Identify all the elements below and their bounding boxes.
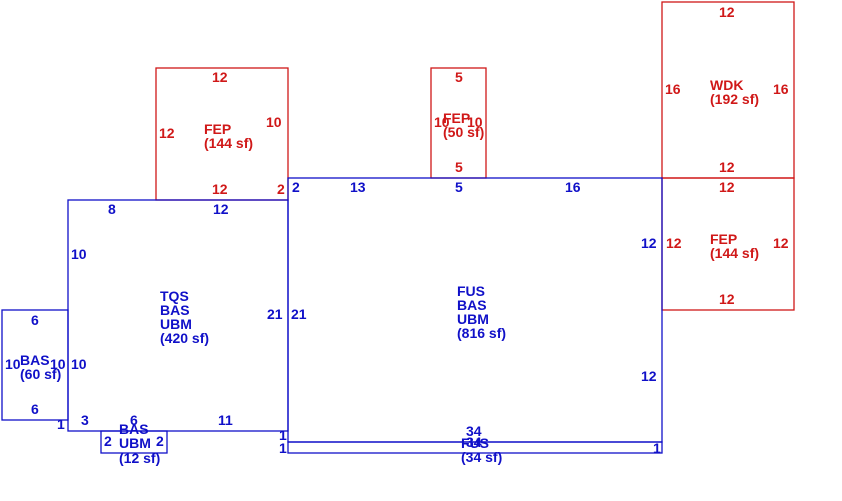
tqs-dim-top-left: 8 (108, 201, 116, 217)
fep-left-name: FEP (204, 121, 231, 137)
fus-main-dim-top-a: 2 (292, 179, 300, 195)
tqs-dim-bottom-left: 3 (81, 412, 89, 428)
tqs-dim-right: 21 (267, 306, 283, 322)
tqs-line3: UBM (160, 316, 192, 332)
fep-right-dim-top: 12 (719, 179, 735, 195)
fus-strip-dim-right: 1 (653, 440, 661, 456)
fus-main-dim-top-d: 16 (565, 179, 581, 195)
bas-small-dim-left: 10 (5, 356, 21, 372)
fus-main-dim-bottom: 34 (466, 423, 482, 439)
tqs-dim-left-lower: 10 (71, 356, 87, 372)
fus-main-dim-top-c: 5 (455, 179, 463, 195)
tqs-dim-corner: 1 (57, 416, 65, 432)
tqs-dim-bottom-right: 11 (218, 412, 233, 428)
bas-small-dim-top: 6 (31, 312, 39, 328)
tqs-dim-top-right: 12 (213, 201, 229, 217)
wdk-area: (192 sf) (710, 91, 759, 107)
fus-main-dim-top-b: 13 (350, 179, 366, 195)
fus-main-area: (816 sf) (457, 325, 506, 341)
bas-tiny-outline (100, 430, 168, 454)
tqs-dim-left: 10 (71, 246, 87, 262)
fep-mid-area: (50 sf) (443, 124, 484, 140)
fus-main-dim-left: 21 (291, 306, 307, 322)
tqs-area: (420 sf) (160, 330, 209, 346)
fep-right-dim-right: 12 (773, 235, 789, 251)
bas-tiny-dim-left: 2 (104, 433, 112, 449)
fep-left-dim-bottom: 12 (212, 181, 228, 197)
bas-tiny-dim-top: 6 (130, 412, 138, 428)
fep-mid-name: FEP (443, 110, 470, 126)
bas-small-dim-right: 10 (50, 356, 66, 372)
fep-right-dim-left: 12 (666, 235, 682, 251)
fep-right-area: (144 sf) (710, 245, 759, 261)
fep-mid-dim-right: 10 (467, 114, 483, 130)
fep-mid-dim-top: 5 (455, 69, 463, 85)
fus-main-dim-right-lower: 12 (641, 368, 657, 384)
tqs-line1: TQS (160, 288, 189, 304)
wdk-dim-bottom: 12 (719, 159, 735, 175)
bas-small-name: BAS (20, 352, 50, 368)
fep-mid-dim-left: 10 (434, 114, 450, 130)
fep-left-dim-top: 12 (212, 69, 228, 85)
wdk-name: WDK (710, 77, 743, 93)
bas-tiny-area: (12 sf) (119, 450, 160, 466)
wdk-dim-left: 16 (665, 81, 681, 97)
bas-small-area: (60 sf) (20, 366, 61, 382)
fus-strip-outline (287, 441, 663, 454)
fus-strip-dim-top: 34 (466, 434, 482, 450)
fep-left-dim-bottom-right: 2 (277, 181, 285, 197)
fus-main-dim-right-upper: 12 (641, 235, 657, 251)
fus-main-line2: BAS (457, 297, 487, 313)
fep-mid-dim-bottom: 5 (455, 159, 463, 175)
fep-left-dim-right: 10 (266, 114, 282, 130)
fus-main-line1: FUS (457, 283, 485, 299)
bas-small-dim-bottom: 6 (31, 401, 39, 417)
bas-tiny-line1: BAS (119, 421, 149, 437)
fus-strip-name: FUS (461, 435, 489, 451)
fus-strip-dim-left-b: 1 (279, 440, 287, 456)
fus-main-line3: UBM (457, 311, 489, 327)
bas-tiny-dim-right: 2 (156, 433, 164, 449)
tqs-line2: BAS (160, 302, 190, 318)
fep-left-area: (144 sf) (204, 135, 253, 151)
wdk-dim-top: 12 (719, 4, 735, 20)
fus-strip-area: (34 sf) (461, 449, 502, 465)
fep-left-dim-left: 12 (159, 125, 175, 141)
bas-small-outline (1, 309, 69, 421)
bas-tiny-line2: UBM (119, 435, 151, 451)
fep-right-dim-bottom: 12 (719, 291, 735, 307)
fus-strip-dim-left-a: 1 (279, 427, 287, 443)
fep-right-name: FEP (710, 231, 737, 247)
wdk-dim-right: 16 (773, 81, 789, 97)
